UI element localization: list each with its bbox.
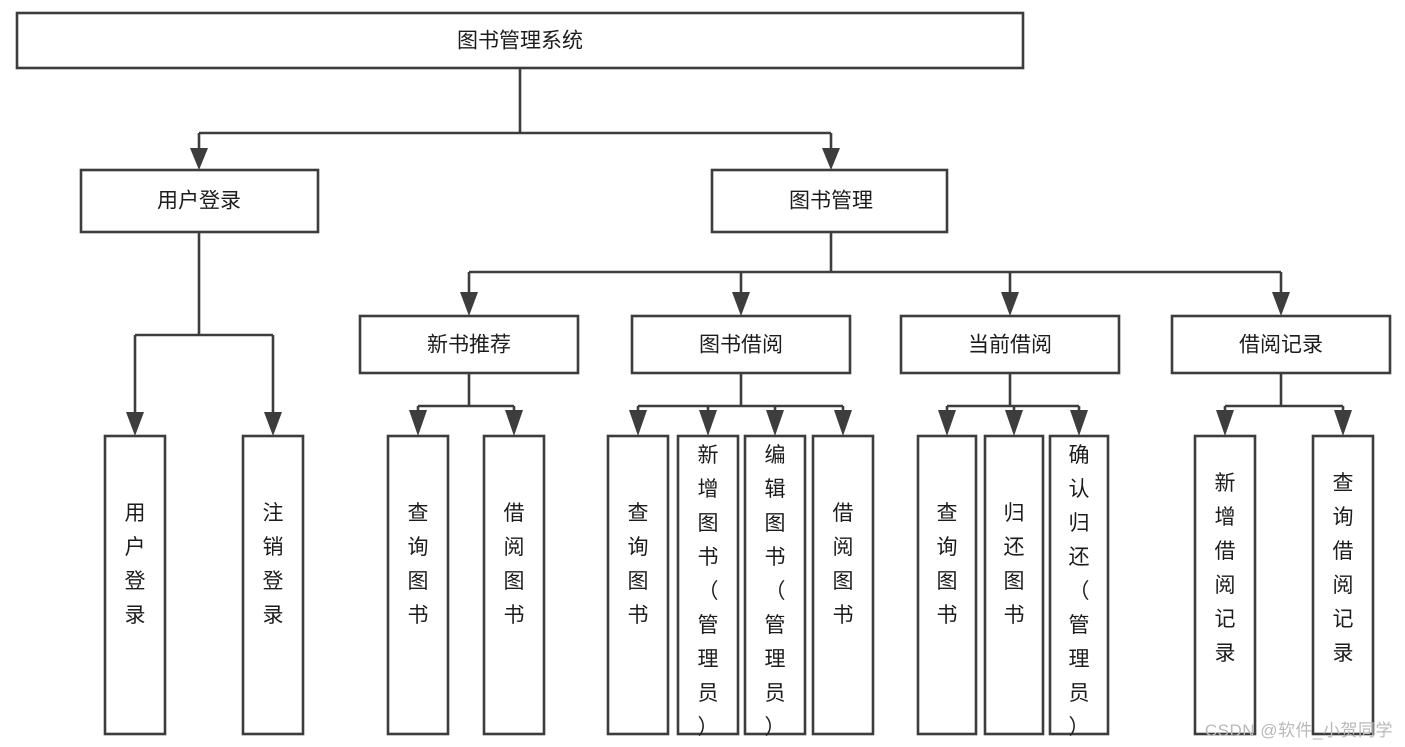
leaf-query-book-3[interactable]: 查询图书 bbox=[916, 434, 978, 736]
leaf-add-book-label: 新增图书（管理员） bbox=[698, 444, 719, 739]
leaf-borrow-book-1[interactable]: 借阅图书 bbox=[482, 434, 546, 736]
leaf-query-book-1-box[interactable] bbox=[386, 434, 450, 736]
leaf-query-book-2-label: 查询图书 bbox=[628, 502, 649, 627]
arrowhead-root-to-book-management bbox=[822, 148, 840, 170]
arrowhead-root-to-user-login bbox=[190, 148, 208, 170]
leaf-add-book-box[interactable] bbox=[676, 434, 740, 736]
node-new-book-recommend-label: 新书推荐 bbox=[427, 334, 511, 357]
node-borrow-record-label: 借阅记录 bbox=[1239, 334, 1323, 357]
leaf-query-record-box[interactable] bbox=[1311, 434, 1375, 736]
arrowhead-leaf-add-book bbox=[699, 410, 717, 436]
node-root[interactable]: 图书管理系统 bbox=[15, 11, 1025, 70]
arrowhead-borrow-record bbox=[1272, 292, 1290, 316]
node-current-borrow-label: 当前借阅 bbox=[968, 334, 1052, 357]
leaf-user-login[interactable]: 用户登录 bbox=[103, 434, 167, 736]
leaf-confirm-return[interactable]: 确认归还（管理员） bbox=[1048, 434, 1110, 739]
leaf-confirm-return-label: 确认归还（管理员） bbox=[1069, 444, 1090, 739]
leaf-return-book-label: 归还图书 bbox=[1004, 502, 1025, 627]
node-borrow-record[interactable]: 借阅记录 bbox=[1170, 314, 1392, 375]
arrowhead-book-borrow bbox=[732, 292, 750, 316]
arrowhead-leaf-query-record bbox=[1334, 410, 1352, 436]
arrowhead-current-borrow bbox=[1001, 292, 1019, 316]
leaf-query-record[interactable]: 查询借阅记录 bbox=[1311, 434, 1375, 736]
node-current-borrow-box[interactable] bbox=[899, 314, 1121, 375]
node-book-management-label: 图书管理 bbox=[789, 190, 873, 213]
arrowhead-new-book-recommend bbox=[460, 292, 478, 316]
leaf-borrow-book-2[interactable]: 借阅图书 bbox=[811, 434, 875, 736]
arrowhead-leaf-query-book-2 bbox=[629, 410, 647, 436]
node-book-borrow-box[interactable] bbox=[630, 314, 852, 375]
leaf-query-book-1[interactable]: 查询图书 bbox=[386, 434, 450, 736]
leaf-confirm-return-box[interactable] bbox=[1048, 434, 1110, 736]
arrowhead-leaf-return-book bbox=[1005, 410, 1023, 436]
leaf-query-book-1-label: 查询图书 bbox=[408, 502, 429, 627]
leaf-return-book-box[interactable] bbox=[983, 434, 1045, 736]
node-book-management-box[interactable] bbox=[710, 168, 949, 234]
leaf-add-book[interactable]: 新增图书（管理员） bbox=[676, 434, 740, 739]
leaf-user-login-label: 用户登录 bbox=[125, 502, 146, 627]
leaf-borrow-book-2-label: 借阅图书 bbox=[833, 502, 854, 627]
arrowhead-leaf-user-login bbox=[126, 412, 144, 436]
leaf-edit-book-box[interactable] bbox=[743, 434, 807, 736]
leaf-query-book-2[interactable]: 查询图书 bbox=[606, 434, 670, 736]
leaf-add-record[interactable]: 新增借阅记录 bbox=[1193, 434, 1257, 736]
leaf-edit-book[interactable]: 编辑图书（管理员） bbox=[743, 434, 807, 739]
node-user-login-label: 用户登录 bbox=[157, 190, 241, 213]
leaf-edit-book-label: 编辑图书（管理员） bbox=[765, 444, 786, 739]
node-new-book-recommend-box[interactable] bbox=[358, 314, 580, 375]
arrowhead-leaf-borrow-book-1 bbox=[505, 410, 523, 436]
node-root-box[interactable] bbox=[15, 11, 1025, 70]
connector-layer bbox=[126, 68, 1352, 436]
node-new-book-recommend[interactable]: 新书推荐 bbox=[358, 314, 580, 375]
node-user-login[interactable]: 用户登录 bbox=[79, 168, 320, 234]
leaf-add-record-box[interactable] bbox=[1193, 434, 1257, 736]
leaf-borrow-book-1-label: 借阅图书 bbox=[504, 502, 525, 627]
node-book-borrow-label: 图书借阅 bbox=[699, 334, 783, 357]
arrowhead-leaf-add-record bbox=[1216, 410, 1234, 436]
leaf-user-logout-label: 注销登录 bbox=[263, 502, 284, 627]
node-current-borrow[interactable]: 当前借阅 bbox=[899, 314, 1121, 375]
leaf-user-logout-box[interactable] bbox=[241, 434, 305, 736]
leaf-query-book-2-box[interactable] bbox=[606, 434, 670, 736]
arrowhead-leaf-borrow-book-2 bbox=[834, 410, 852, 436]
node-borrow-record-box[interactable] bbox=[1170, 314, 1392, 375]
arrowhead-leaf-confirm-return bbox=[1070, 410, 1088, 436]
node-root-label: 图书管理系统 bbox=[457, 30, 583, 53]
node-book-management[interactable]: 图书管理 bbox=[710, 168, 949, 234]
leaf-query-book-3-box[interactable] bbox=[916, 434, 978, 736]
arrowhead-leaf-query-book-3 bbox=[938, 410, 956, 436]
leaf-borrow-book-2-box[interactable] bbox=[811, 434, 875, 736]
leaf-user-logout[interactable]: 注销登录 bbox=[241, 434, 305, 736]
arrowhead-leaf-edit-book bbox=[766, 410, 784, 436]
leaf-add-record-label: 新增借阅记录 bbox=[1215, 472, 1236, 665]
arrowhead-leaf-query-book-1 bbox=[409, 410, 427, 436]
node-user-login-box[interactable] bbox=[79, 168, 320, 234]
leaf-query-record-label: 查询借阅记录 bbox=[1333, 472, 1354, 665]
arrowhead-leaf-user-logout bbox=[264, 412, 282, 436]
leaf-user-login-box[interactable] bbox=[103, 434, 167, 736]
leaf-return-book[interactable]: 归还图书 bbox=[983, 434, 1045, 736]
node-book-borrow[interactable]: 图书借阅 bbox=[630, 314, 852, 375]
leaf-borrow-book-1-box[interactable] bbox=[482, 434, 546, 736]
leaf-query-book-3-label: 查询图书 bbox=[937, 502, 958, 627]
